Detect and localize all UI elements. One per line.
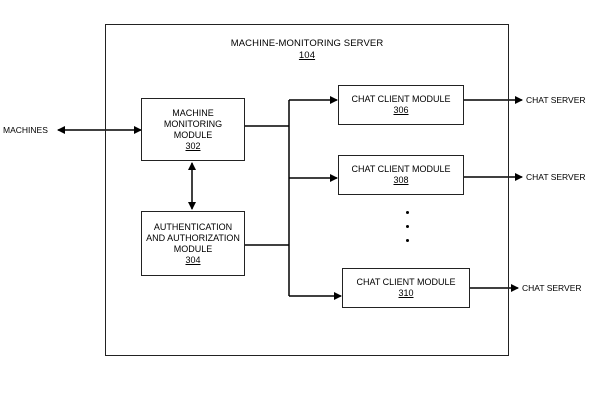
machine-monitoring-server-frame bbox=[105, 24, 509, 356]
server-ref-number: 104 bbox=[298, 50, 316, 61]
chat-client-module-ref: 310 bbox=[398, 288, 414, 298]
chat-client-module-ref: 308 bbox=[393, 175, 409, 185]
chat-server-label: CHAT SERVER bbox=[526, 172, 586, 182]
authentication-authorization-module-box: AUTHENTICATION AND AUTHORIZATION MODULE … bbox=[141, 211, 245, 276]
chat-client-module-ref: 306 bbox=[393, 105, 409, 115]
auth-module-ref: 304 bbox=[185, 254, 201, 265]
chat-client-module-label: CHAT CLIENT MODULE bbox=[356, 277, 456, 287]
machine-monitoring-module-label: MACHINE MONITORING MODULE bbox=[163, 107, 223, 140]
chat-client-module-label: CHAT CLIENT MODULE bbox=[351, 94, 451, 104]
machine-monitoring-module-ref: 302 bbox=[185, 140, 201, 151]
server-title: MACHINE-MONITORING SERVER 104 bbox=[105, 38, 509, 62]
ellipsis-dot bbox=[406, 239, 409, 242]
server-title-text: MACHINE-MONITORING SERVER bbox=[230, 38, 384, 49]
chat-client-module-box-308: CHAT CLIENT MODULE 308 bbox=[338, 155, 464, 195]
chat-client-module-box-310: CHAT CLIENT MODULE 310 bbox=[342, 268, 470, 308]
machine-monitoring-module-box: MACHINE MONITORING MODULE 302 bbox=[141, 98, 245, 161]
auth-module-label: AUTHENTICATION AND AUTHORIZATION MODULE bbox=[146, 221, 240, 254]
ellipsis-dot bbox=[406, 211, 409, 214]
chat-client-module-box-306: CHAT CLIENT MODULE 306 bbox=[338, 85, 464, 125]
ellipsis-dot bbox=[406, 225, 409, 228]
chat-server-label: CHAT SERVER bbox=[522, 283, 582, 293]
chat-client-module-label: CHAT CLIENT MODULE bbox=[351, 164, 451, 174]
chat-server-label: CHAT SERVER bbox=[526, 95, 586, 105]
machines-label: MACHINES bbox=[3, 125, 48, 135]
